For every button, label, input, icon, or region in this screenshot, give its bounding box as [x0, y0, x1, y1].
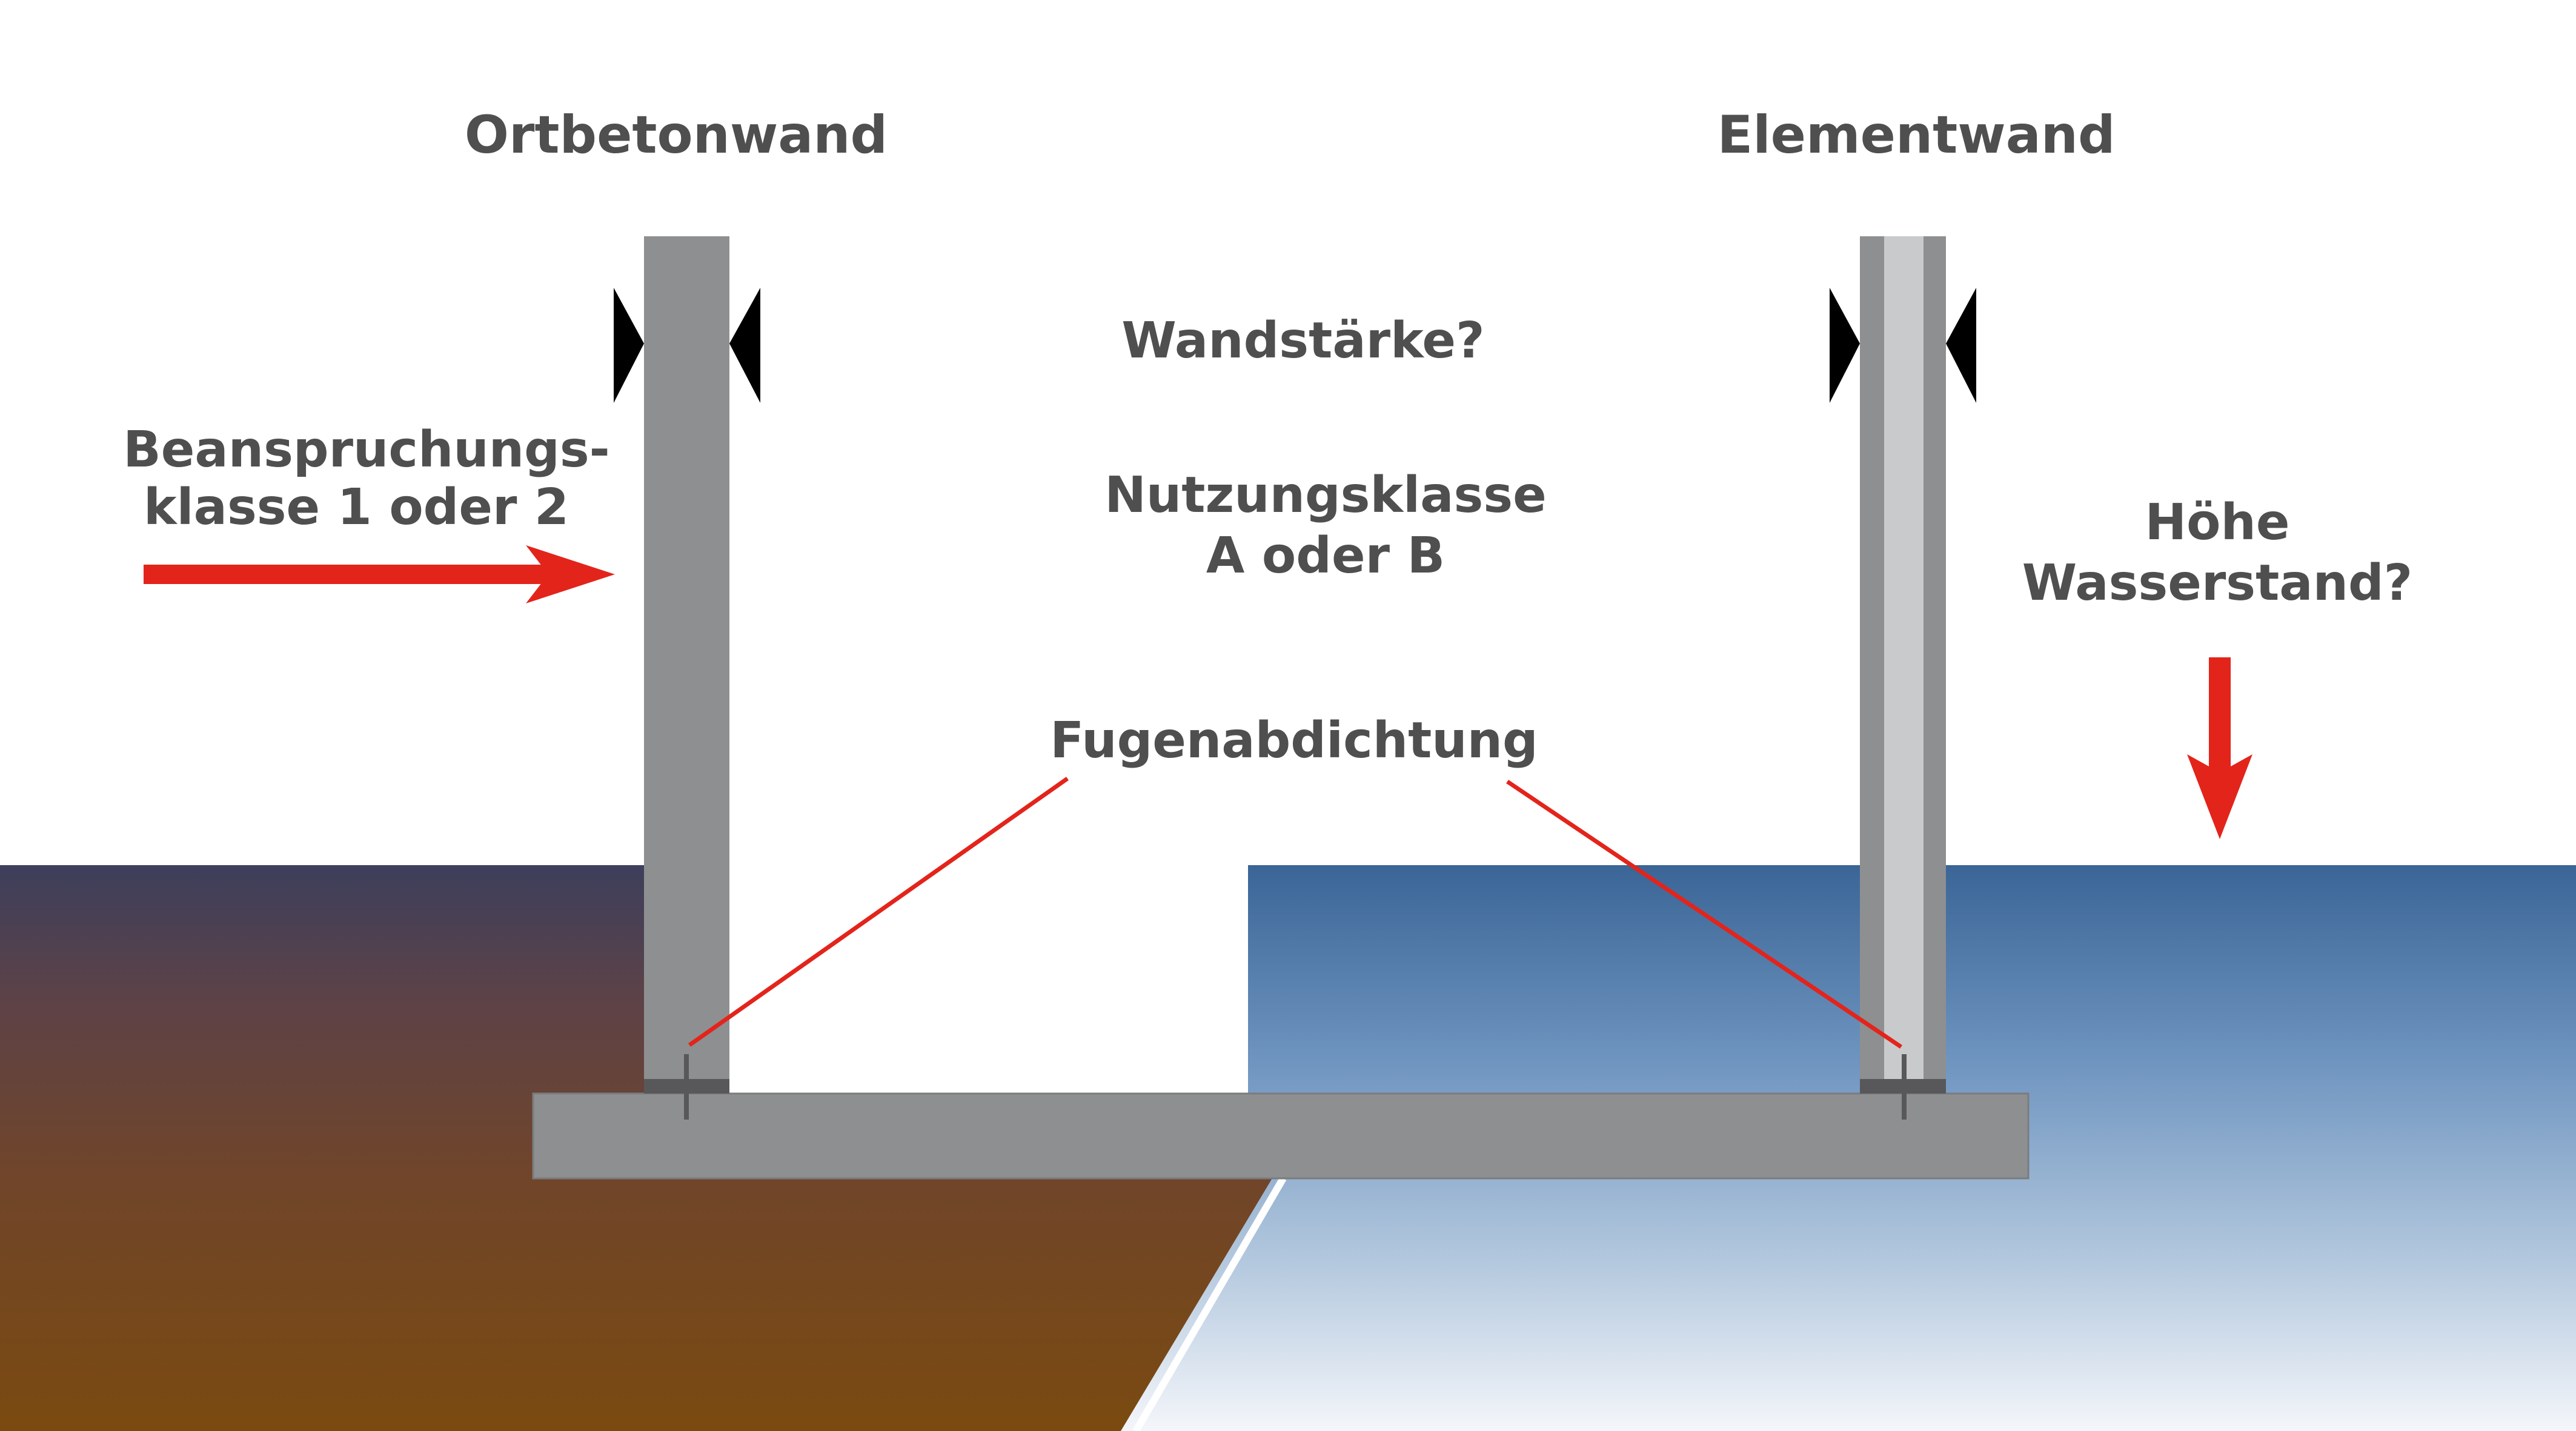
- water-level-label-line1: Höhe: [2145, 494, 2290, 551]
- element-wall-outer-left: [1860, 236, 1884, 1094]
- element-wall-outer-right: [1924, 236, 1946, 1094]
- stress-arrow-head: [526, 545, 615, 603]
- foundation-slab: [532, 1092, 2030, 1180]
- element-wall-core: [1884, 236, 1924, 1094]
- cast-in-place-wall: [644, 236, 729, 1094]
- left-wall-thickness-marker-left: [614, 288, 644, 403]
- right-wall-thickness-marker-right: [1946, 288, 1976, 403]
- water-arrow-head: [2187, 754, 2252, 839]
- usage-class-label-line1: Nutzungsklasse: [1104, 466, 1546, 524]
- stress-class-label-line2: klasse 1 oder 2: [144, 479, 569, 536]
- joint-sealing-leader-right: [1506, 780, 1902, 1049]
- soil-water-boundary: [1132, 1176, 1287, 1431]
- usage-class-label-line2: A oder B: [1206, 527, 1445, 585]
- right-wall-title: Elementwand: [1717, 105, 2115, 165]
- stress-arrow-shaft: [144, 565, 556, 584]
- joint-sealing-leader-left: [688, 777, 1069, 1047]
- wall-thickness-label: Wandstärke?: [1121, 312, 1484, 370]
- joint-sealing-label: Fugenabdichtung: [1050, 712, 1538, 769]
- left-wall-thickness-marker-right: [729, 288, 760, 403]
- left-wall-title: Ortbetonwand: [465, 105, 888, 165]
- water-arrow-shaft: [2209, 657, 2231, 785]
- right-wall-thickness-marker-left: [1830, 288, 1860, 403]
- water-level-label-line2: Wasserstand?: [2022, 554, 2413, 612]
- stress-class-label-line1: Beanspruchungs-: [123, 421, 609, 479]
